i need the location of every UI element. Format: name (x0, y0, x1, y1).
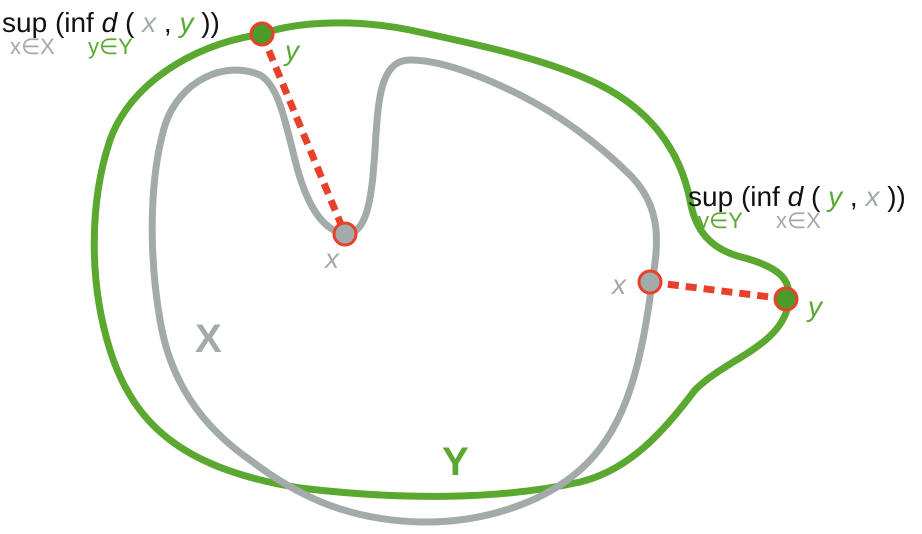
formula-left-d: d (102, 7, 119, 38)
formula-right-sub-inf: x∈X (776, 208, 821, 233)
formula-left-comma: , (164, 7, 172, 38)
formula-right-inf-open: (inf (741, 181, 788, 212)
distance-line-left (258, 32, 349, 236)
formula-right: sup (inf d ( y , x )) y∈Y x∈X (688, 181, 906, 233)
point-y-left (249, 21, 275, 47)
formula-right-sup: sup (688, 181, 733, 212)
formula-right-d: d (788, 181, 805, 212)
formula-left-var2: y (177, 7, 195, 38)
point-y-right (773, 286, 799, 312)
point-x-left-label: x (323, 243, 340, 274)
formula-left-sub-sup: x∈X (10, 34, 55, 59)
formula-left-sub-inf: y∈Y (88, 34, 133, 59)
formula-right-comma: , (850, 181, 858, 212)
formula-left-sup: sup (2, 7, 47, 38)
formula-left-main: sup (inf d ( x , y )) (2, 7, 220, 38)
formula-left-var1: x (140, 7, 157, 38)
formula-right-sub-sup: y∈Y (698, 208, 743, 233)
formula-right-open: ( (811, 181, 821, 212)
distance-line-right (649, 278, 787, 303)
point-x-right (637, 269, 663, 295)
set-y-boundary (90, 19, 793, 500)
formula-right-main: sup (inf d ( y , x )) (688, 181, 906, 212)
formula-left-close: )) (201, 7, 220, 38)
formula-left: sup (inf d ( x , y )) x∈X y∈Y (2, 7, 220, 59)
formula-left-inf-open: (inf (55, 7, 102, 38)
formula-left-open: ( (125, 7, 135, 38)
formula-right-close: )) (887, 181, 906, 212)
set-x-boundary (148, 56, 660, 526)
set-y-label: Y (442, 440, 469, 484)
set-x-label: X (195, 317, 222, 361)
formula-right-var1: y (826, 181, 844, 212)
point-y-left-label: y (283, 35, 301, 66)
point-x-right-label: x (610, 269, 627, 300)
point-y-right-label: y (806, 291, 824, 322)
point-x-left (332, 221, 358, 247)
formula-right-var2: x (863, 181, 880, 212)
